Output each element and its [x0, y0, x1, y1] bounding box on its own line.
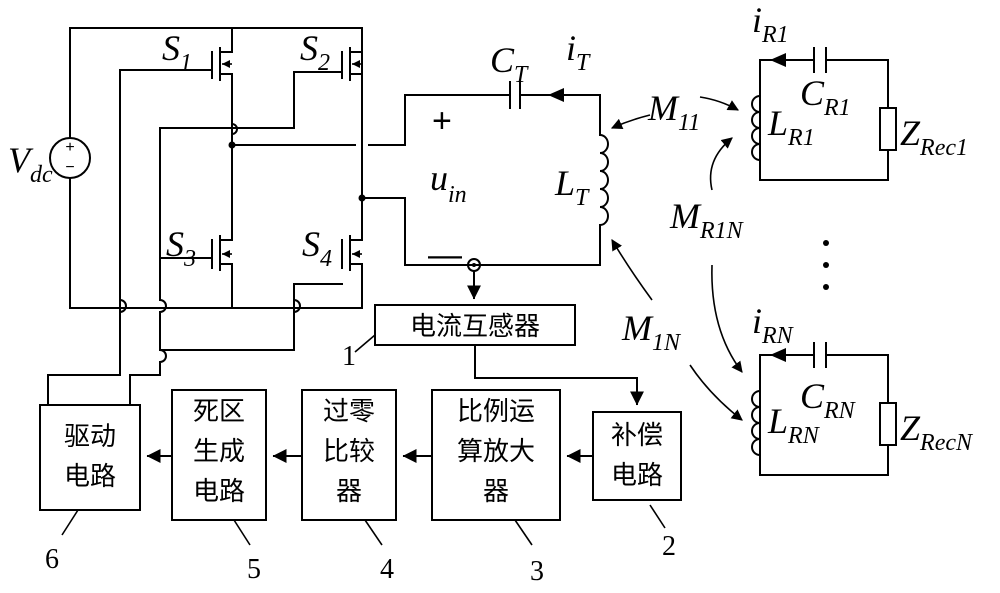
label-m1n: M1N	[621, 308, 682, 356]
capacitor-ct	[510, 82, 600, 135]
label-m11: M11	[647, 88, 700, 136]
label-s1: S1	[162, 28, 192, 76]
dc-source: + −	[50, 138, 90, 178]
it-arrow	[548, 88, 564, 102]
zero-cross-label-3: 器	[336, 477, 362, 507]
label-mr1n: MR1N	[669, 196, 745, 244]
label-it: iT	[566, 28, 591, 76]
positive-rail	[70, 28, 362, 138]
prop-amp-label-2: 算放大	[457, 437, 535, 467]
inductor-lt	[600, 135, 608, 265]
block-number-6: 6	[45, 544, 59, 575]
prop-amp-label-1: 比例运	[457, 397, 535, 427]
driver-block	[40, 405, 140, 510]
left-midpoint-wire	[232, 95, 510, 145]
label-ir1: iR1	[752, 0, 789, 48]
prop-amp-label-3: 器	[483, 477, 509, 507]
label-crn: CRN	[800, 376, 857, 424]
zero-cross-label-1: 过零	[323, 397, 375, 427]
mosfet-s4	[160, 215, 362, 350]
driver-label-2: 电路	[64, 462, 116, 492]
compensation-label-1: 补偿	[611, 421, 663, 451]
block-number-3: 3	[530, 556, 544, 587]
svg-text:−: −	[65, 159, 74, 176]
svg-text:+: +	[65, 139, 74, 156]
label-s3: S3	[166, 224, 196, 272]
label-zrec1: ZRec1	[900, 113, 968, 161]
label-minus: —	[428, 236, 462, 274]
zero-cross-label-2: 比较	[323, 437, 375, 467]
deadtime-label-3: 电路	[193, 477, 245, 507]
driver-label-1: 驱动	[64, 422, 116, 452]
block-number-5: 5	[247, 554, 261, 585]
label-vdc: Vdc	[8, 140, 53, 188]
label-irn: iRN	[752, 301, 795, 349]
compensation-label-2: 电路	[611, 461, 663, 491]
deadtime-label-2: 生成	[193, 437, 245, 467]
label-uin: uin	[430, 158, 467, 208]
label-lt: LT	[554, 163, 590, 211]
label-s2: S2	[300, 28, 330, 76]
block-number-2: 2	[662, 531, 676, 562]
right-midpoint-wire	[362, 198, 600, 265]
label-ct: CT	[490, 40, 529, 88]
label-s4: S4	[302, 224, 332, 272]
block-number-1: 1	[342, 341, 356, 372]
label-zrecn: ZRecN	[900, 408, 974, 456]
block-number-4: 4	[380, 554, 394, 585]
label-plus: +	[432, 102, 452, 140]
current-transformer-label: 电流互感器	[410, 312, 540, 342]
label-cr1: CR1	[800, 73, 851, 121]
deadtime-label-1: 死区	[193, 397, 245, 427]
